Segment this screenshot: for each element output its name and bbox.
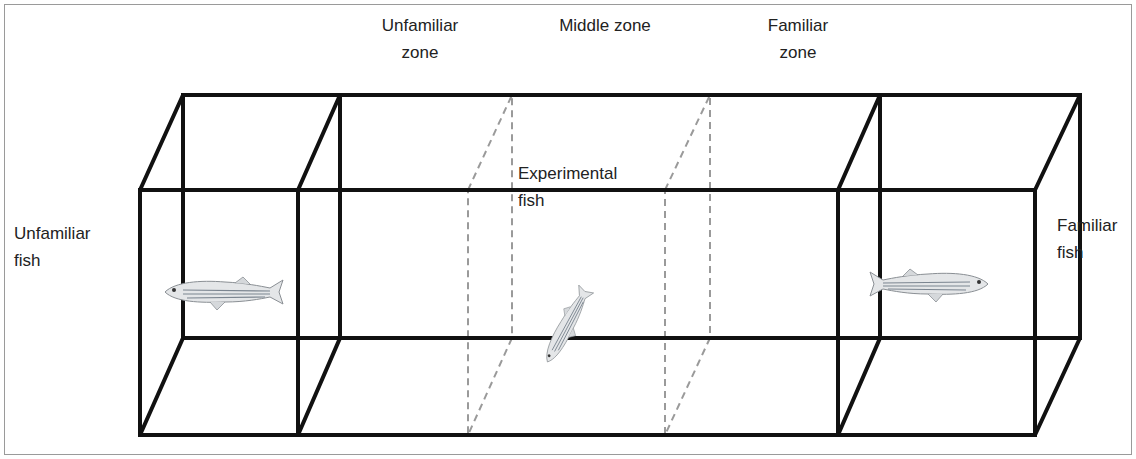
zone-label: Familiar zone [748, 12, 848, 66]
zone-label: Unfamiliar zone [370, 12, 470, 66]
zone-label: Middle zone [555, 12, 655, 39]
fish-label: Unfamiliar fish [14, 220, 114, 274]
fish-label: Familiar fish [1057, 212, 1132, 266]
fish-label: Experimental fish [518, 160, 636, 214]
